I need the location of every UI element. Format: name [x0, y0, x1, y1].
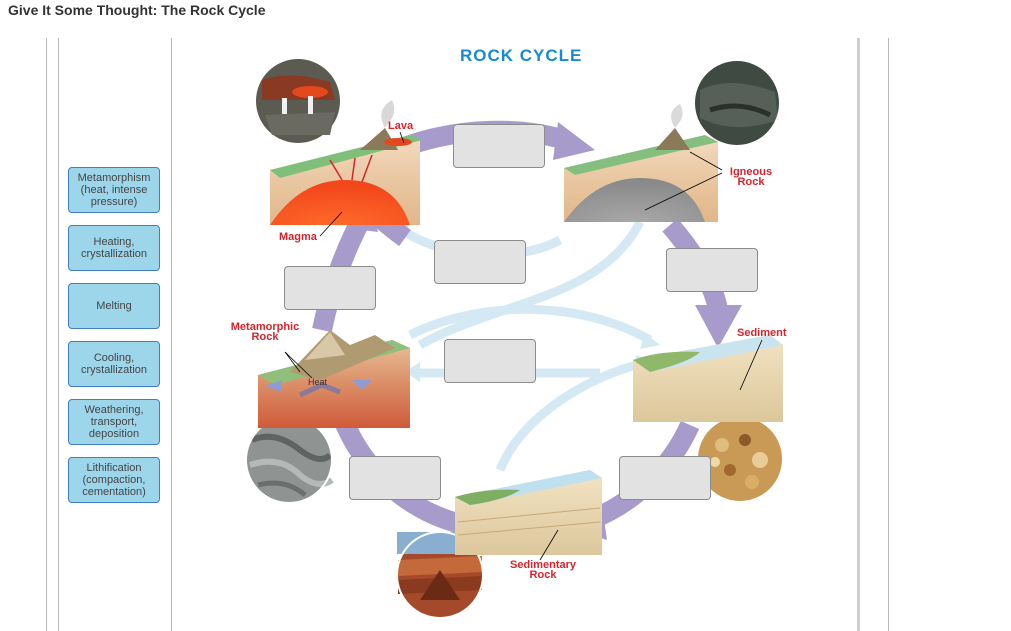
label-lava: Lava: [388, 120, 414, 132]
chip-line: Metamorphism: [77, 172, 151, 184]
label-chip-cooling-crystallization[interactable]: Cooling, crystallization: [68, 341, 160, 387]
drop-target-metamorphic-to-magma[interactable]: [284, 266, 376, 310]
chip-line: Cooling,: [93, 352, 135, 364]
panel-scrollbar[interactable]: [857, 38, 860, 631]
chip-line: cementation): [82, 486, 146, 498]
page-title: Give It Some Thought: The Rock Cycle: [8, 2, 266, 18]
label-igneous-rock: Igneous Rock: [725, 166, 777, 188]
drop-target-sediment-to-metamorphic[interactable]: [444, 339, 536, 383]
sedimentary-to-sediment-arrow: [495, 359, 642, 472]
photo-lava-flow: [254, 57, 342, 145]
label-chip-lithification[interactable]: Lithification (compaction, cementation): [68, 457, 160, 503]
drop-target-magma-to-igneous[interactable]: [453, 124, 545, 168]
igneous-to-metamorphic-arrow: [417, 219, 645, 349]
drop-target-igneous-to-magma[interactable]: [434, 240, 526, 284]
label-line: Metamorphic: [230, 321, 300, 333]
block-magma-volcano: [270, 100, 422, 237]
chip-line: Weathering,: [84, 404, 144, 416]
drop-target-sediment-to-sedimentary[interactable]: [619, 456, 711, 500]
label-metamorphic-rock: Metamorphic Rock: [225, 321, 305, 343]
label-heat: Heat: [308, 377, 328, 387]
chip-line: Heating,: [93, 236, 135, 248]
label-chip-melting[interactable]: Melting: [68, 283, 160, 329]
label-sedimentary-rock: Sedimentary Rock: [502, 559, 584, 581]
panel-border-right: [888, 38, 889, 631]
panel-border-left-inner: [58, 38, 59, 631]
label-line: Rock: [737, 176, 765, 188]
chip-line: Melting: [96, 300, 132, 312]
photo-igneous-rock: [693, 59, 781, 147]
panel-border-left: [46, 38, 47, 631]
label-line: Rock: [529, 569, 557, 581]
photo-metamorphic-rock: [245, 416, 334, 504]
chip-line: crystallization: [80, 248, 148, 260]
label-chip-weathering-transport-deposition[interactable]: Weathering, transport, deposition: [68, 399, 160, 445]
chip-line: (compaction,: [82, 474, 146, 486]
label-magma: Magma: [279, 231, 317, 243]
label-chip-metamorphism[interactable]: Metamorphism (heat, intense pressure): [68, 167, 160, 213]
metamorphic-to-sediment-arrow: [407, 304, 653, 344]
block-metamorphic-mountain: [258, 330, 410, 428]
label-line: Sedimentary: [509, 559, 577, 571]
block-sediment-coast: [633, 335, 783, 422]
chip-line: transport,: [90, 416, 138, 428]
chip-line: Lithification: [86, 462, 142, 474]
chip-line: pressure): [90, 196, 138, 208]
label-line: Rock: [251, 331, 279, 343]
photo-sediment: [696, 415, 784, 503]
drop-target-igneous-to-sediment[interactable]: [666, 248, 758, 292]
label-sediment: Sediment: [737, 327, 787, 339]
block-igneous-volcano: [564, 104, 723, 222]
label-chip-heating-crystallization[interactable]: Heating, crystallization: [68, 225, 160, 271]
label-line: Igneous: [729, 166, 773, 178]
label-bank-divider: [171, 38, 172, 631]
drop-target-sedimentary-to-metamorphic[interactable]: [349, 456, 441, 500]
chip-line: (heat, intense: [80, 184, 148, 196]
chip-line: crystallization: [80, 364, 148, 376]
chip-line: deposition: [88, 428, 140, 440]
diagram-title: ROCK CYCLE: [460, 46, 583, 65]
block-sedimentary-basin: [455, 470, 602, 561]
